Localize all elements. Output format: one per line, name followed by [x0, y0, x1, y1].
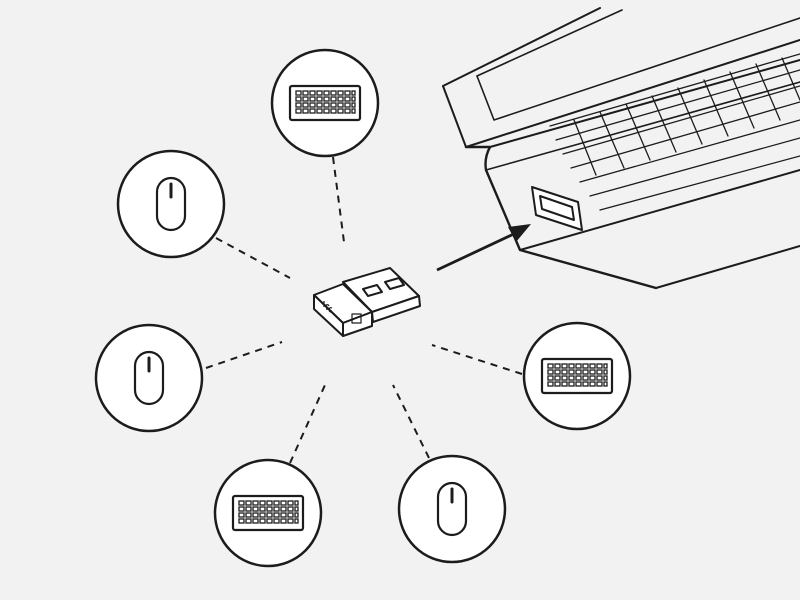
- arrow-icon: [436, 224, 531, 272]
- connector-keyboard-top: [332, 156, 345, 243]
- device-mouse-left: [94, 323, 204, 433]
- usb-receiver-icon: [313, 267, 421, 337]
- logi-bolt-logo: [323, 301, 362, 324]
- laptop-keyboard: [549, 53, 800, 211]
- device-keyboard-right: [522, 321, 632, 431]
- device-mouse-bottom: [397, 454, 507, 564]
- laptop-icon: [442, 7, 800, 290]
- connector-mouse-bottom: [392, 384, 430, 459]
- device-mouse-upper-left: [116, 149, 226, 259]
- connector-mouse-left: [205, 341, 283, 369]
- dashed-connectors: [205, 156, 523, 464]
- usb-a-port: [531, 186, 583, 231]
- device-keyboard-top: [270, 48, 380, 158]
- device-keyboard-bottom-left: [213, 458, 323, 568]
- connector-keyboard-bottom-left: [289, 384, 326, 464]
- connector-keyboard-right: [431, 344, 523, 375]
- connector-mouse-upper-left: [215, 237, 291, 279]
